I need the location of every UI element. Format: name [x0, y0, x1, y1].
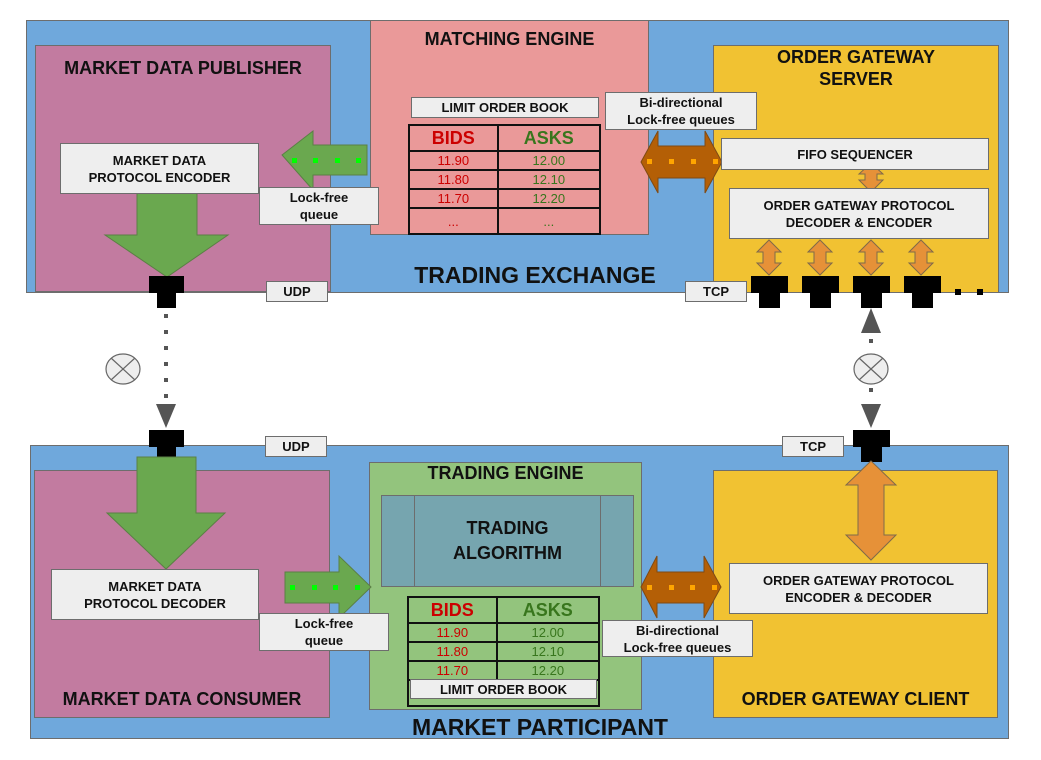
trading-algorithm — [381, 495, 634, 587]
lockfree-queue-label-participant: Lock-free queue — [259, 613, 389, 651]
ask-price: 12.20 — [496, 188, 602, 209]
more-ports-dot-1 — [955, 289, 961, 295]
port-arrow-2 — [806, 239, 834, 276]
encoder-to-udp-arrow — [103, 187, 230, 278]
bids-header: BIDS — [407, 596, 498, 624]
bidir-arrow-exchange — [640, 130, 723, 194]
tcp-port-4 — [904, 276, 941, 308]
tcp-port-participant — [853, 430, 890, 462]
fifo-sequencer: FIFO SEQUENCER — [721, 138, 989, 170]
protocol-port-arrows — [755, 239, 935, 276]
ask-price: 12.10 — [495, 641, 601, 662]
table-row: 11.80 12.10 — [408, 169, 602, 190]
port-arrow-3 — [857, 239, 885, 276]
ask-price: 12.20 — [495, 660, 601, 681]
asks-header: ASKS — [496, 124, 602, 152]
exchange-ports — [149, 276, 983, 308]
udp-arrowhead — [156, 404, 176, 428]
trading-algorithm-label: TRADING ALGORITHM — [453, 518, 562, 563]
bid-price: ... — [408, 207, 499, 235]
udp-label-participant: UDP — [265, 436, 327, 457]
bid-price: 11.90 — [407, 622, 498, 643]
port-arrow-4 — [907, 239, 935, 276]
udp-loss-icon — [105, 353, 141, 385]
order-gateway-protocol-server: ORDER GATEWAY PROTOCOL DECODER & ENCODER — [729, 188, 989, 239]
table-row: ... ... — [408, 207, 602, 235]
lockfree-queue-arrow-participant — [284, 554, 372, 620]
tcp-port-1 — [751, 276, 788, 308]
tcp-arrowhead-up — [861, 308, 881, 333]
tcp-port-2 — [802, 276, 839, 308]
trading-engine-title: TRADING ENGINE — [427, 463, 584, 483]
bidir-arrow-participant — [640, 555, 722, 619]
bidir-queues-label-participant: Bi-directional Lock-free queues — [602, 620, 753, 657]
udp-label-exchange: UDP — [266, 281, 328, 302]
limit-order-book-label-exchange: LIMIT ORDER BOOK — [411, 97, 599, 118]
tcp-arrowhead-down — [861, 404, 881, 428]
algorithm-left-panel — [382, 496, 415, 586]
tcp-label-exchange: TCP — [685, 281, 747, 302]
bidir-queues-label-exchange: Bi-directional Lock-free queues — [605, 92, 757, 130]
algorithm-right-panel — [600, 496, 633, 586]
bid-price: 11.70 — [407, 660, 498, 681]
tcp-link — [861, 308, 881, 428]
lockfree-queue-label-exchange: Lock-free queue — [259, 187, 379, 225]
table-row: 11.90 12.00 — [407, 622, 601, 643]
limit-order-book-exchange: BIDS ASKS 11.90 12.00 11.80 12.10 11.70 … — [408, 124, 602, 235]
table-row: 11.70 12.20 — [408, 188, 602, 209]
udp-port-participant — [149, 430, 184, 462]
bid-price: 11.90 — [408, 150, 499, 171]
bid-price: 11.70 — [408, 188, 499, 209]
bidir-dots-exchange — [647, 159, 718, 164]
tcp-to-client-protocol-arrow — [844, 460, 898, 561]
ask-price: 12.00 — [496, 150, 602, 171]
table-row: 11.80 12.10 — [407, 641, 601, 662]
tcp-label-participant: TCP — [782, 436, 844, 457]
market-data-protocol-encoder: MARKET DATA PROTOCOL ENCODER — [60, 143, 259, 194]
udp-port-exchange — [149, 276, 184, 308]
port-arrow-1 — [755, 239, 783, 276]
matching-engine-title: MATCHING ENGINE — [424, 29, 595, 49]
more-ports-dot-2 — [977, 289, 983, 295]
order-gateway-protocol-client: ORDER GATEWAY PROTOCOL ENCODER & DECODER — [729, 563, 988, 614]
tcp-port-3 — [853, 276, 890, 308]
market-data-protocol-decoder: MARKET DATA PROTOCOL DECODER — [51, 569, 259, 620]
order-gateway-client-title: ORDER GATEWAY CLIENT — [741, 689, 970, 709]
queue-dots-participant — [290, 585, 360, 590]
tcp-loss-icon — [853, 353, 889, 385]
bids-header: BIDS — [408, 124, 499, 152]
ask-price: 12.00 — [495, 622, 601, 643]
order-gateway-server-title: ORDER GATEWAY SERVER — [776, 47, 936, 89]
bid-price: 11.80 — [408, 169, 499, 190]
udp-to-decoder-arrow — [105, 456, 227, 570]
ask-price: ... — [496, 207, 602, 235]
asks-header: ASKS — [495, 596, 601, 624]
trading-exchange-label: TRADING EXCHANGE — [414, 262, 656, 288]
market-data-publisher-title: MARKET DATA PUBLISHER — [64, 58, 302, 78]
limit-order-book-label-participant: LIMIT ORDER BOOK — [410, 679, 597, 699]
participant-ports — [149, 430, 890, 462]
ask-price: 12.10 — [496, 169, 602, 190]
bidir-dots-participant — [647, 585, 717, 590]
table-row: 11.90 12.00 — [408, 150, 602, 171]
bid-price: 11.80 — [407, 641, 498, 662]
market-data-consumer-title: MARKET DATA CONSUMER — [62, 689, 302, 709]
queue-dots-exchange — [292, 158, 361, 163]
table-row: 11.70 12.20 — [407, 660, 601, 681]
udp-link — [156, 314, 176, 428]
market-participant-label: MARKET PARTICIPANT — [412, 714, 668, 740]
